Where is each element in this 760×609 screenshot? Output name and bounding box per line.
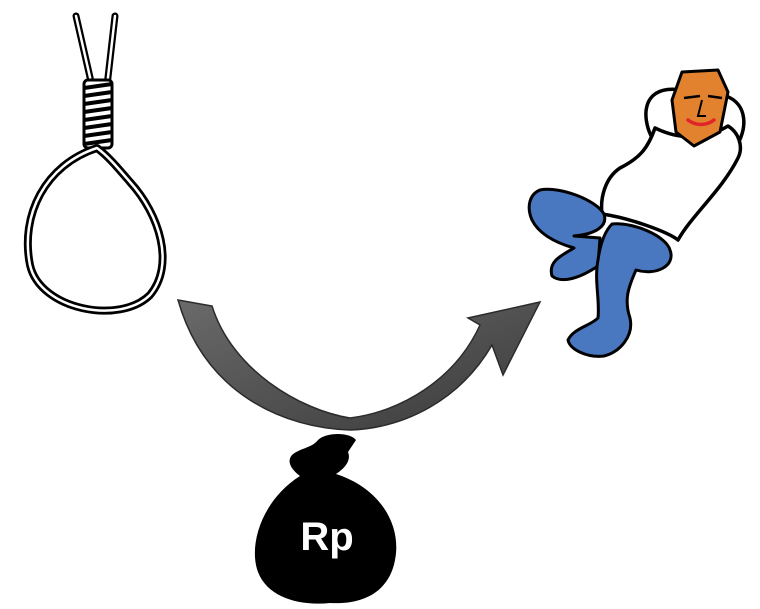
noose-icon [23,12,167,315]
face-icon [670,68,730,148]
curved-arrow-icon [176,299,542,431]
relaxed-person-icon [527,68,746,358]
money-bag-icon: Rp [254,434,397,604]
money-bag-label: Rp [300,515,353,559]
